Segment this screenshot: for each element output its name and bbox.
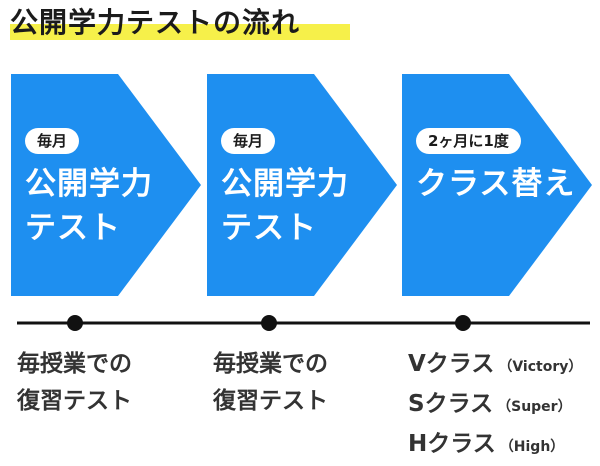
step-1-title: 公開学力 テスト: [25, 162, 195, 250]
title-highlight: [10, 24, 350, 40]
page-title: 公開学力テストの流れ: [10, 6, 301, 39]
step-3-title-line1: クラス替え: [416, 166, 576, 202]
class-s-name: Sクラス: [408, 391, 494, 417]
step-3: 2ヶ月に1度 クラス替え: [402, 74, 592, 296]
step-3-badge: 2ヶ月に1度: [416, 128, 521, 154]
step-2-title-line1: 公開学力: [221, 166, 349, 202]
step-2-badge: 毎月: [221, 128, 276, 154]
step-1-badge: 毎月: [25, 128, 80, 154]
class-v-name: Vクラス: [408, 351, 495, 377]
step-3-title: クラス替え: [416, 162, 586, 206]
step-3-description: Vクラス（Victory） Sクラス（Super） Hクラス（High）: [408, 346, 582, 466]
step-1-description: 毎授業での 復習テスト: [17, 346, 132, 420]
class-v: Vクラス（Victory）: [408, 346, 582, 386]
class-s-note: （Super）: [497, 399, 572, 415]
step-2-title: 公開学力 テスト: [221, 162, 391, 250]
class-h-name: Hクラス: [408, 431, 496, 457]
class-s: Sクラス（Super）: [408, 386, 582, 426]
step-1-description-line1: 毎授業での: [17, 351, 132, 377]
class-h: Hクラス（High）: [408, 426, 582, 466]
step-1-title-line1: 公開学力: [25, 166, 153, 202]
step-2-description-line1: 毎授業での: [213, 351, 328, 377]
step-1-title-line2: テスト: [25, 210, 121, 246]
step-2-description: 毎授業での 復習テスト: [213, 346, 328, 420]
class-h-note: （High）: [499, 439, 565, 455]
class-v-note: （Victory）: [498, 359, 583, 375]
step-2-title-line2: テスト: [221, 210, 317, 246]
step-2-description-line2: 復習テスト: [213, 388, 328, 414]
title-area: 公開学力テストの流れ: [10, 6, 350, 40]
step-1-description-line2: 復習テスト: [17, 388, 132, 414]
step-2: 毎月 公開学力 テスト: [207, 74, 397, 296]
step-1: 毎月 公開学力 テスト: [11, 74, 201, 296]
